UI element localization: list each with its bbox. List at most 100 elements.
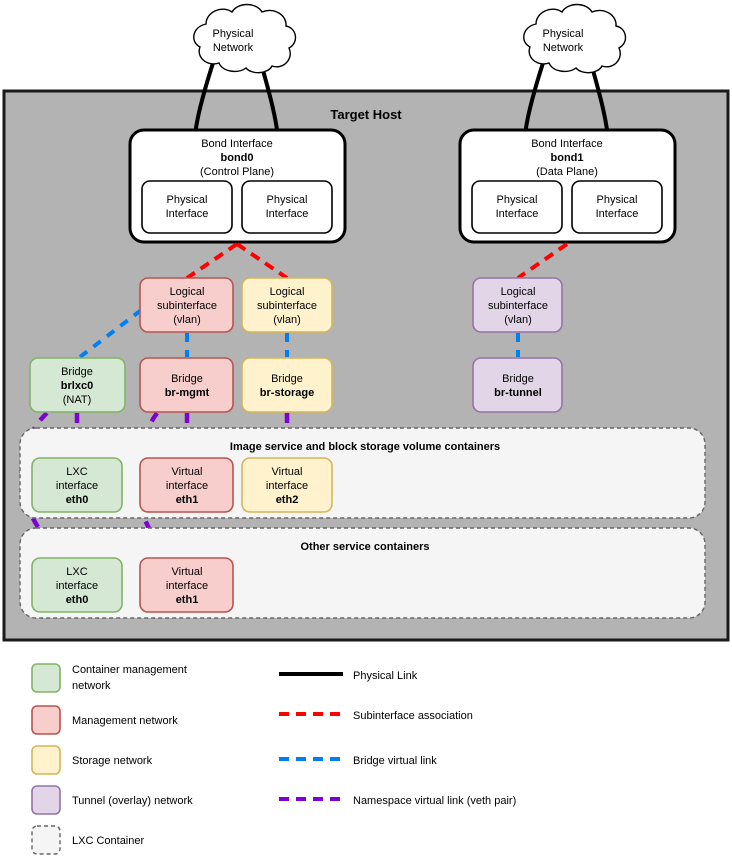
iface-virt-eth1-a[interactable]: Virtual interface eth1 (139, 457, 234, 513)
bridge-box[interactable] (472, 357, 563, 413)
bridge-name: br-tunnel (494, 387, 542, 399)
subinterface-line3: (vlan) (273, 314, 301, 326)
bridge-br-tunnel[interactable]: Bridge br-tunnel (472, 357, 563, 413)
cloud-right-line2: Network (543, 42, 584, 54)
legend-label-line1: Management network (72, 715, 178, 727)
legend-line-label: Subinterface association (353, 710, 473, 722)
bond1-plane: (Data Plane) (536, 166, 598, 178)
subinterface-storage[interactable]: Logical subinterface (vlan) (241, 277, 333, 333)
legend-label-line2: network (72, 680, 111, 692)
bridge-name: br-storage (260, 387, 314, 399)
interface-box[interactable] (31, 557, 123, 613)
interface-name: eth0 (66, 594, 89, 606)
bond0-label: Bond Interface (201, 138, 273, 150)
interface-line1: LXC (66, 566, 87, 578)
legend-swatch (31, 825, 61, 855)
bond-interface-bond1[interactable]: Bond Interface bond1 (Data Plane) Physic… (458, 128, 677, 244)
legend-swatch (31, 745, 61, 775)
interface-line2: interface (266, 480, 308, 492)
subinterface-line2: subinterface (488, 300, 548, 312)
interface-line2: interface (166, 480, 208, 492)
interface-line1: Virtual (172, 466, 203, 478)
iface-lxc-eth0-b[interactable]: LXC interface eth0 (31, 557, 123, 613)
legend-label-line1: Container management (72, 664, 187, 676)
physical-interface-box[interactable] (141, 180, 233, 234)
bridge-brlxc0[interactable]: Bridge brlxc0 (NAT) (29, 357, 126, 413)
legend-line-label: Namespace virtual link (veth pair) (353, 795, 516, 807)
bridge-name: brlxc0 (61, 380, 93, 392)
legend-namespace-link: Namespace virtual link (veth pair) (279, 795, 516, 807)
cloud-shape (193, 3, 297, 74)
iface-virt-eth1-b[interactable]: Virtual interface eth1 (139, 557, 234, 613)
cloud-right-line1: Physical (543, 28, 584, 40)
bond1-label: Bond Interface (531, 138, 603, 150)
interface-line2: interface (56, 480, 98, 492)
bridge-line3: (NAT) (63, 394, 92, 406)
bond0-physical-interface-1[interactable]: Physical Interface (141, 180, 233, 234)
legend-swatch (31, 705, 61, 735)
physical-interface-box[interactable] (241, 180, 333, 234)
red-link-bond1-to-tunnel (516, 242, 569, 280)
iface-lxc-eth0-a[interactable]: LXC interface eth0 (31, 457, 123, 513)
interface-name: eth2 (276, 494, 299, 506)
physical-interface-line2: Interface (266, 208, 309, 220)
container-other-services[interactable]: Other service containers LXC interface e… (19, 527, 706, 619)
legend-label-line1: Storage network (72, 755, 153, 767)
interface-line1: LXC (66, 466, 87, 478)
container-title: Other service containers (300, 541, 429, 553)
interface-line2: interface (166, 580, 208, 592)
cloud-left-line2: Network (213, 42, 254, 54)
interface-box[interactable] (139, 457, 234, 513)
subinterface-box[interactable] (139, 277, 234, 333)
bridge-line1: Bridge (502, 373, 534, 385)
bond1-name: bond1 (551, 152, 584, 164)
bond-interface-bond0[interactable]: Bond Interface bond0 (Control Plane) Phy… (128, 128, 347, 244)
interface-name: eth0 (66, 494, 89, 506)
legend-label-line1: LXC Container (72, 835, 144, 847)
interface-box[interactable] (31, 457, 123, 513)
bond0-physical-interface-2[interactable]: Physical Interface (241, 180, 333, 234)
physical-interface-line2: Interface (496, 208, 539, 220)
interface-box[interactable] (139, 557, 234, 613)
interface-name: eth1 (176, 494, 199, 506)
subinterface-line2: subinterface (157, 300, 217, 312)
container-title: Image service and block storage volume c… (230, 441, 500, 453)
bridge-br-storage[interactable]: Bridge br-storage (241, 357, 333, 413)
physical-interface-line1: Physical (267, 194, 308, 206)
physical-interface-box[interactable] (471, 180, 563, 234)
container-image-block[interactable]: Image service and block storage volume c… (19, 427, 706, 519)
bond0-name: bond0 (221, 152, 254, 164)
legend-management: Management network (31, 705, 178, 735)
bridge-box[interactable] (29, 357, 126, 413)
bond1-physical-interface-1[interactable]: Physical Interface (471, 180, 563, 234)
legend-lxc-container: LXC Container (31, 825, 144, 855)
physical-interface-line2: Interface (166, 208, 209, 220)
blue-link-brlxc0-to-mgmt-subif (78, 309, 142, 359)
legend-subinterface: Subinterface association (279, 710, 473, 722)
bridge-box[interactable] (139, 357, 234, 413)
subinterface-line2: subinterface (257, 300, 317, 312)
legend-swatch (31, 785, 61, 815)
bond0-plane: (Control Plane) (200, 166, 274, 178)
bond1-physical-interface-2[interactable]: Physical Interface (571, 180, 663, 234)
subinterface-association-links (185, 242, 569, 280)
legend-tunnel: Tunnel (overlay) network (31, 785, 193, 815)
bridge-br-mgmt[interactable]: Bridge br-mgmt (139, 357, 234, 413)
legend-container-mgmt: Container management network (31, 663, 187, 693)
iface-virt-eth2-a[interactable]: Virtual interface eth2 (241, 457, 333, 513)
subinterface-line3: (vlan) (504, 314, 532, 326)
bridge-box[interactable] (241, 357, 333, 413)
bridge-line1: Bridge (271, 373, 303, 385)
subinterface-mgmt[interactable]: Logical subinterface (vlan) (139, 277, 234, 333)
subinterface-box[interactable] (472, 277, 563, 333)
legend-physical-link: Physical Link (279, 670, 418, 682)
bridge-name: br-mgmt (165, 387, 210, 399)
subinterface-line1: Logical (170, 286, 205, 298)
interface-box[interactable] (241, 457, 333, 513)
subinterface-box[interactable] (241, 277, 333, 333)
interface-line1: Virtual (272, 466, 303, 478)
subinterface-tunnel[interactable]: Logical subinterface (vlan) (472, 277, 563, 333)
physical-interface-line1: Physical (597, 194, 638, 206)
physical-interface-box[interactable] (571, 180, 663, 234)
